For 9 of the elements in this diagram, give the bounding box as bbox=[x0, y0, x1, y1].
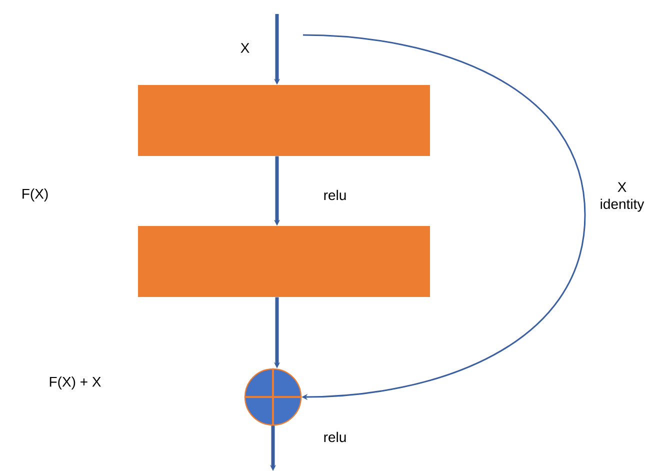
layer-box bbox=[138, 226, 430, 297]
edge-label: X identity bbox=[593, 181, 651, 213]
edge-label: relu bbox=[322, 188, 348, 202]
text-label: F(X) + X bbox=[50, 376, 101, 390]
edge-label: relu bbox=[322, 430, 348, 444]
layer-box bbox=[138, 85, 430, 156]
edge-label: X bbox=[239, 42, 251, 54]
text-label: F(X) bbox=[22, 188, 48, 202]
sum-circle bbox=[243, 367, 303, 427]
